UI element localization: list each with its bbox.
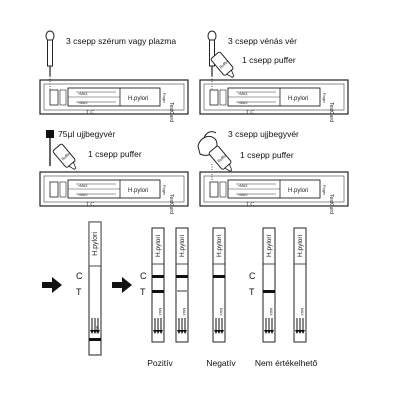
panel-serum: 3 csepp szérum vagy plazma H.pylori T C …: [39, 30, 189, 122]
arrow-right-icon: [42, 277, 62, 293]
svg-text:H.pylori: H.pylori: [288, 188, 308, 194]
test-line: [263, 290, 275, 293]
panel-serum-step1: 3 csepp szérum vagy plazma: [66, 36, 176, 46]
svg-text:T: T: [140, 287, 146, 297]
svg-text:C: C: [140, 271, 147, 281]
svg-text:H.pylori: H.pylori: [288, 96, 308, 102]
control-line: [213, 275, 225, 278]
result-label-positive: Pozitív: [147, 358, 173, 368]
down-arrows-icon: [152, 317, 164, 335]
buffer-bottle-icon: Buffer: [210, 51, 235, 78]
result-label-negative: Negatív: [206, 358, 236, 368]
panel-venous-step1: 3 csepp vénás vér: [228, 36, 297, 46]
testcard-venous: H.pylori T C TestCard Finger «MAX «MAX: [199, 79, 349, 122]
svg-text:«MAX: «MAX: [238, 184, 248, 188]
testcard-finger3: H.pylori T C TestCard Finger «MAX «MAX: [199, 171, 349, 214]
panel-finger3-step2: 1 csepp puffer: [240, 150, 294, 160]
arrow-right-icon: [112, 277, 132, 293]
down-arrows-icon: [213, 317, 225, 335]
svg-text:TestCard: TestCard: [328, 194, 334, 214]
svg-text:«MAX: «MAX: [78, 184, 88, 188]
down-arrows-icon: [263, 317, 275, 335]
down-arrows-icon: [294, 317, 306, 335]
svg-text:«MAX: «MAX: [238, 92, 248, 96]
control-line: [152, 275, 164, 278]
svg-text:C: C: [249, 271, 256, 281]
card-ct-label: T C: [86, 110, 94, 116]
strip-name: H.pylori: [297, 235, 304, 257]
testcard-finger75: H.pylori T C TestCard Finger «MAX «MAX: [39, 171, 189, 214]
strip-max: MAX: [300, 308, 304, 316]
result-label-invalid: Nem értékelhető: [255, 358, 318, 368]
card-small-bottom: «MAX: [78, 101, 88, 105]
svg-text:«MAX: «MAX: [78, 193, 88, 197]
svg-text:«MAX: «MAX: [238, 101, 248, 105]
label-c: C: [76, 271, 83, 281]
strip-max: MAX: [182, 308, 186, 316]
panel-finger75: 75µl ujjbegyvér Buffer 1 csepp puffer H.…: [39, 129, 189, 214]
card-small-top: «MAX: [78, 92, 88, 96]
label-t: T: [76, 287, 82, 297]
buffer-bottle-icon: Buffer: [208, 145, 233, 172]
svg-text:Finger: Finger: [162, 185, 166, 196]
down-arrows-icon: [176, 317, 188, 335]
svg-text:T C: T C: [246, 202, 254, 208]
strip-max: MAX: [158, 308, 162, 316]
down-arrows-icon: [89, 317, 101, 335]
card-strip-name: H.pylori: [128, 96, 148, 102]
strip-max: MAX: [219, 308, 223, 316]
svg-text:T C: T C: [246, 110, 254, 116]
strip-name: H.pylori: [266, 235, 273, 257]
test-line: [176, 290, 188, 292]
svg-text:T: T: [249, 287, 255, 297]
pipette-icon: [207, 30, 217, 77]
card-brand: TestCard: [168, 102, 174, 122]
strip-max: MAX: [269, 308, 273, 316]
buffer-bottle-icon: Buffer: [52, 143, 77, 170]
svg-text:TestCard: TestCard: [168, 194, 174, 214]
control-line: [176, 275, 188, 278]
strip-name: H.pylori: [155, 235, 162, 257]
svg-text:«MAX: «MAX: [238, 193, 248, 197]
svg-text:H.pylori: H.pylori: [128, 188, 148, 194]
panel-finger3-step1: 3 csepp ujjbegyvér: [228, 129, 299, 139]
result-strips: H.pyloriMAXH.pyloriMAXH.pyloriMAXH.pylor…: [151, 227, 307, 343]
pipette-icon: [45, 30, 55, 77]
panel-venous-step2: 1 csepp puffer: [242, 55, 296, 65]
strip-name: H.pylori: [179, 235, 186, 257]
card-window-label: Finger: [162, 93, 166, 104]
strip-name: H.pylori: [216, 235, 223, 257]
svg-text:Buffer: Buffer: [60, 150, 72, 161]
svg-text:TestCard: TestCard: [328, 102, 334, 122]
svg-text:T C: T C: [86, 202, 94, 208]
svg-text:Buffer: Buffer: [216, 152, 228, 163]
test-line: [152, 290, 164, 293]
svg-text:Finger: Finger: [322, 93, 326, 104]
panel-finger75-step1: 75µl ujjbegyvér: [58, 129, 116, 139]
svg-text:Buffer: Buffer: [218, 58, 230, 69]
panel-venous: 3 csepp vénás vér Buffer 1 csepp puffer …: [199, 30, 349, 122]
panel-finger3: 3 csepp ujjbegyvér Buffer 1 csepp puffer…: [197, 129, 349, 214]
panel-finger75-step2: 1 csepp puffer: [88, 149, 142, 159]
strip-reference: H.pylori MAX: [88, 221, 102, 356]
svg-text:Finger: Finger: [322, 185, 326, 196]
testcard-serum: H.pylori T C TestCard Finger «MAX «MAX: [39, 79, 189, 122]
strip-name: H.pylori: [92, 232, 99, 256]
capillary-cap-icon: [46, 130, 54, 138]
